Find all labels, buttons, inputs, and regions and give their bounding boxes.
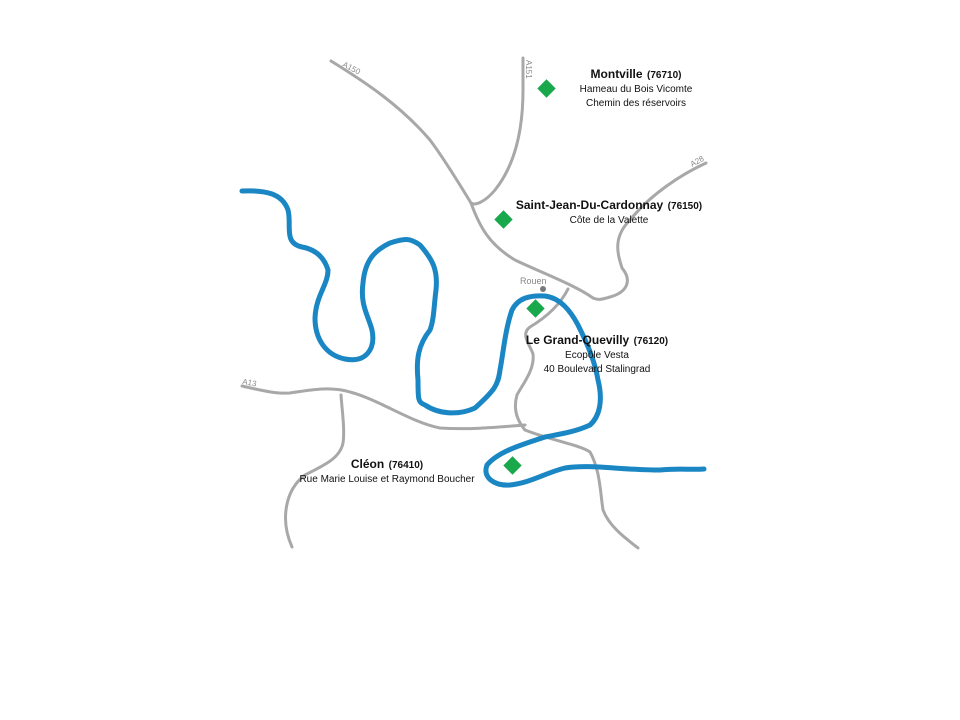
- site-label-montville: Montville (76710) Hameau du Bois Vicomte…: [561, 67, 711, 111]
- site-label-le-grand-quevilly: Le Grand-Quevilly (76120) Ecopôle Vesta …: [516, 333, 678, 377]
- site-address-line: Chemin des réservoirs: [585, 98, 687, 109]
- site-name: Le Grand-Quevilly: [525, 333, 630, 347]
- site-address-line: Ecopôle Vesta: [565, 350, 629, 361]
- site-postcode: (76150): [667, 201, 703, 212]
- site-label-saint-jean-du-cardonnay: Saint-Jean-Du-Cardonnay (76150) Côte de …: [500, 198, 718, 228]
- site-name: Cléon: [350, 457, 385, 471]
- river: [239, 188, 707, 488]
- site-label-cleon: Cléon (76410) Rue Marie Louise et Raymon…: [282, 457, 492, 487]
- site-address-line: Hameau du Bois Vicomte: [579, 84, 693, 95]
- site-address-line: Rue Marie Louise et Raymond Boucher: [299, 474, 475, 485]
- site-postcode: (76710): [647, 70, 682, 81]
- road-a28: [591, 161, 708, 301]
- site-marker-saint-jean-du-cardonnay[interactable]: [494, 210, 513, 229]
- site-name: Saint-Jean-Du-Cardonnay: [515, 198, 664, 212]
- site-postcode: (76410): [388, 460, 424, 471]
- city-dot-rouen: [540, 286, 546, 292]
- site-marker-le-grand-quevilly[interactable]: [526, 299, 545, 318]
- road-a13: [240, 384, 527, 431]
- site-address-line: Côte de la Valette: [569, 215, 649, 226]
- road-label-a151: A151: [524, 60, 533, 79]
- site-marker-montville[interactable]: [537, 79, 556, 98]
- road-south-link: [513, 287, 640, 550]
- road-southwest: [284, 393, 346, 549]
- site-marker-cleon[interactable]: [503, 456, 522, 475]
- site-postcode: (76120): [633, 336, 669, 347]
- city-label-rouen: Rouen: [520, 276, 547, 286]
- site-address-line: 40 Boulevard Stalingrad: [543, 364, 651, 375]
- road-label-a13: A13: [242, 377, 258, 388]
- site-name: Montville: [590, 67, 643, 81]
- road-a151: [469, 56, 525, 206]
